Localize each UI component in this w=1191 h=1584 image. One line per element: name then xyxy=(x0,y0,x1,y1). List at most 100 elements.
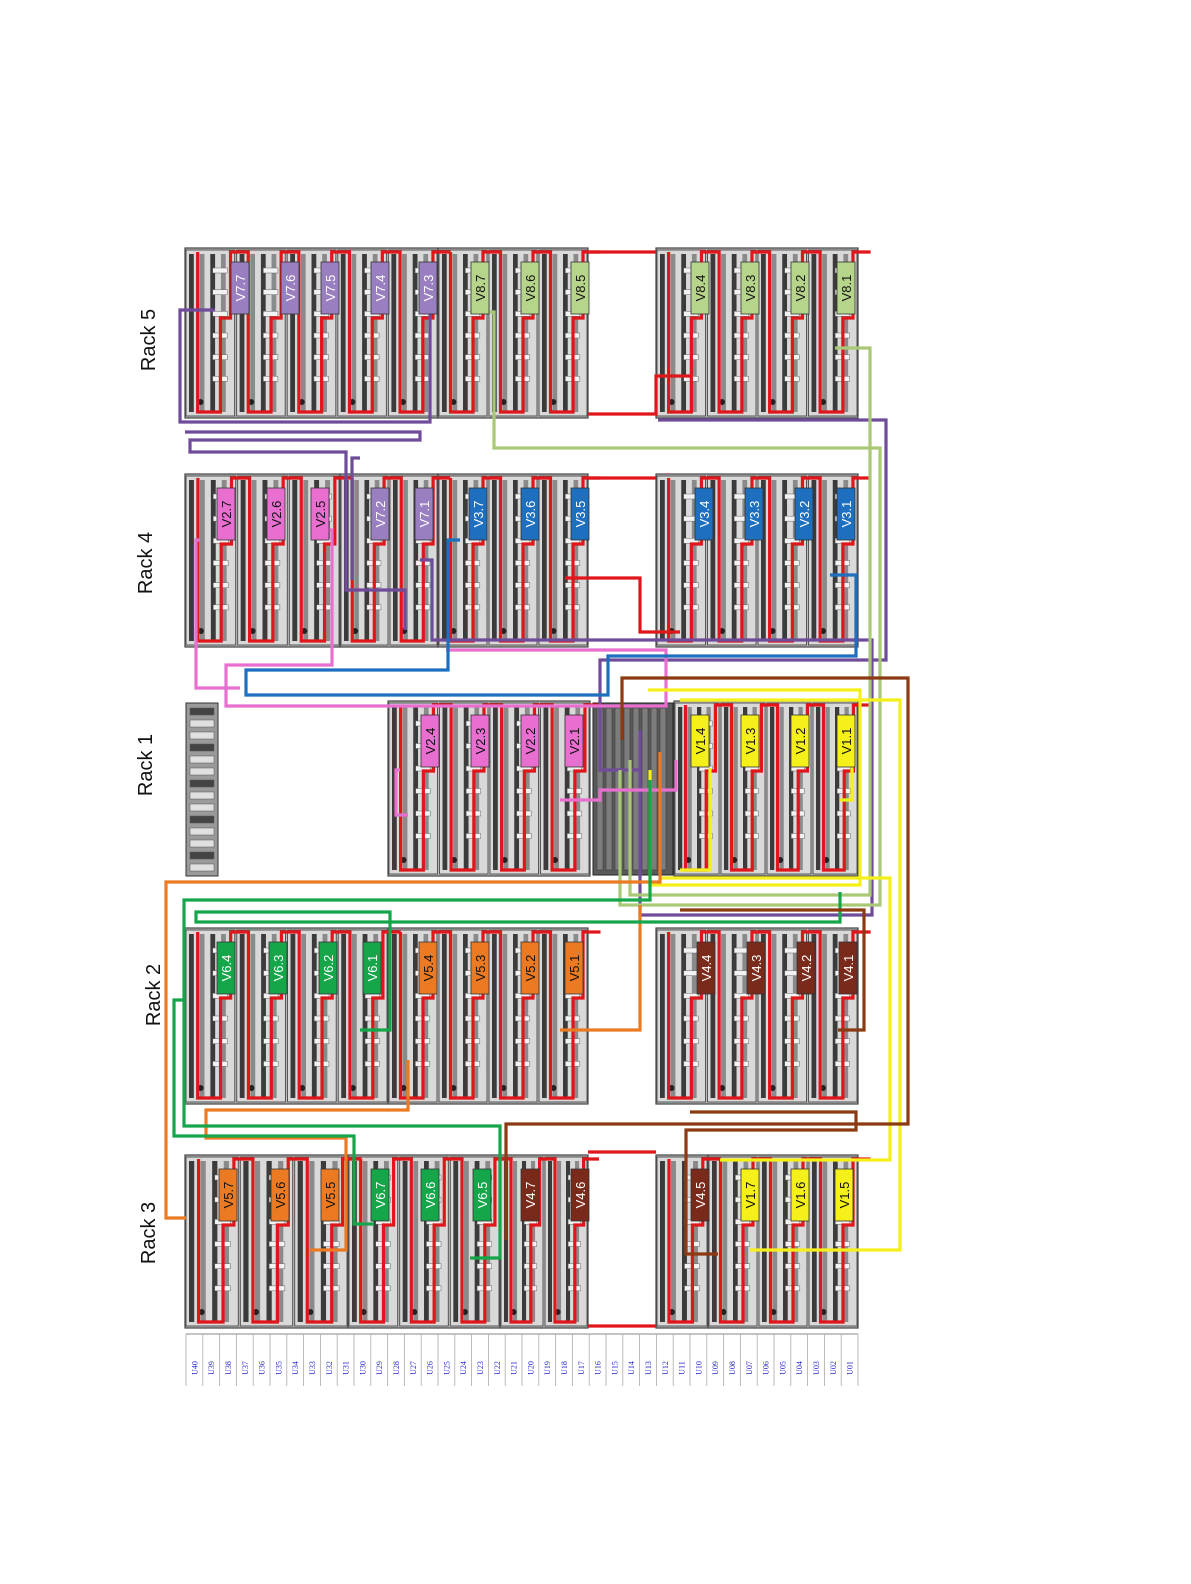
tag-V3-4: V3.4 xyxy=(694,487,714,541)
tag-label: V4.4 xyxy=(699,955,714,982)
tag-V3-3: V3.3 xyxy=(744,487,764,541)
tag-V3-1: V3.1 xyxy=(836,487,856,541)
internal-cable-rack3-3 xyxy=(667,1157,721,1324)
tag-V4-4: V4.4 xyxy=(696,941,716,995)
u-label: U19 xyxy=(543,1361,552,1375)
blade-rack5-2-2 xyxy=(757,249,807,417)
tag-V6-1: V6.1 xyxy=(362,941,382,995)
u-label: U24 xyxy=(459,1361,468,1375)
u-label: U34 xyxy=(291,1361,300,1375)
tag-V8-6: V8.6 xyxy=(520,261,540,315)
u-label: U04 xyxy=(795,1361,804,1375)
u-label: U31 xyxy=(342,1361,351,1375)
internal-cable-rack5-0 xyxy=(196,250,451,414)
tag-V8-1: V8.1 xyxy=(836,261,856,315)
tag-V5-1: V5.1 xyxy=(564,941,584,995)
u-label: U15 xyxy=(610,1361,619,1375)
u-label: U27 xyxy=(409,1361,418,1375)
cable-green-c xyxy=(182,780,652,1260)
tag-V2-3: V2.3 xyxy=(470,714,490,768)
u-label: U40 xyxy=(190,1361,199,1375)
tag-label: V4.2 xyxy=(799,955,814,982)
u-label: U12 xyxy=(661,1361,670,1375)
tag-V8-7: V8.7 xyxy=(470,261,490,315)
cable-lightgreen-a xyxy=(470,310,882,907)
u-label: U22 xyxy=(493,1361,502,1375)
tag-V6-6: V6.6 xyxy=(420,1168,440,1222)
u-label: U13 xyxy=(644,1361,653,1375)
tag-label: V7.4 xyxy=(373,275,388,302)
tag-label: V2.1 xyxy=(567,728,582,755)
u-label: U39 xyxy=(207,1361,216,1375)
u-label: U32 xyxy=(325,1361,334,1375)
tag-label: V5.7 xyxy=(221,1182,236,1209)
tag-label: V6.4 xyxy=(219,955,234,982)
internal-cable-rack4-1 xyxy=(350,476,451,643)
tag-V2-4: V2.4 xyxy=(420,714,440,768)
tag-V7-7: V7.7 xyxy=(230,261,250,315)
tag-label: V3.1 xyxy=(839,501,854,528)
tag-V3-6: V3.6 xyxy=(520,487,540,541)
tag-V2-5: V2.5 xyxy=(310,487,330,541)
u-label: U07 xyxy=(745,1361,754,1375)
tag-V6-5: V6.5 xyxy=(472,1168,492,1222)
tag-label: V4.5 xyxy=(693,1182,708,1209)
u-label: U18 xyxy=(560,1361,569,1375)
tag-V7-2: V7.2 xyxy=(370,487,390,541)
tag-label: V6.2 xyxy=(321,955,336,982)
tag-V6-2: V6.2 xyxy=(318,941,338,995)
tag-V4-2: V4.2 xyxy=(796,941,816,995)
tag-label: V3.7 xyxy=(471,501,486,528)
tag-label: V8.4 xyxy=(693,275,708,302)
tag-label: V6.1 xyxy=(365,955,380,982)
tag-label: V1.7 xyxy=(743,1182,758,1209)
tag-V5-6: V5.6 xyxy=(270,1168,290,1222)
tag-V7-1: V7.1 xyxy=(414,487,434,541)
cable-layer xyxy=(164,250,910,1328)
tag-label: V2.6 xyxy=(269,501,284,528)
cable-rack4-bridge-bottom xyxy=(565,576,680,634)
tag-V5-3: V5.3 xyxy=(470,941,490,995)
tag-V7-4: V7.4 xyxy=(370,261,390,315)
u-label: U25 xyxy=(442,1361,451,1375)
u-label: U38 xyxy=(224,1361,233,1375)
tag-V6-7: V6.7 xyxy=(370,1168,390,1222)
tag-label: V2.5 xyxy=(313,501,328,528)
tag-label: V8.5 xyxy=(573,275,588,302)
tag-label: V7.7 xyxy=(233,275,248,302)
tag-V7-6: V7.6 xyxy=(280,261,300,315)
tag-V1-7: V1.7 xyxy=(740,1168,760,1222)
tag-label: V1.1 xyxy=(839,728,854,755)
tag-label: V5.1 xyxy=(567,955,582,982)
tag-label: V1.2 xyxy=(793,728,808,755)
tag-V2-6: V2.6 xyxy=(266,487,286,541)
u-label: U29 xyxy=(375,1361,384,1375)
cable-yellow-d xyxy=(660,876,892,1162)
tag-label: V6.6 xyxy=(423,1182,438,1209)
rack-label-rack3: Rack 3 xyxy=(138,1202,160,1264)
cable-green-a xyxy=(194,892,842,1032)
u-label: U09 xyxy=(711,1361,720,1375)
tag-label: V4.3 xyxy=(749,955,764,982)
cable-rack5-bridge-bottom xyxy=(588,374,690,416)
blade-rack1-1-1 xyxy=(720,702,766,875)
cable-yellow-c xyxy=(840,760,854,802)
cable-orange-a xyxy=(164,752,662,1220)
tag-V4-7: V4.7 xyxy=(520,1168,540,1222)
u-label: U35 xyxy=(274,1361,283,1375)
tag-label: V5.6 xyxy=(273,1182,288,1209)
tag-label: V1.4 xyxy=(693,728,708,755)
u-label: U30 xyxy=(358,1361,367,1375)
tag-V8-4: V8.4 xyxy=(690,261,710,315)
tag-label: V8.6 xyxy=(523,275,538,302)
u-label: U20 xyxy=(526,1361,535,1375)
u-label: U11 xyxy=(678,1361,687,1374)
cable-brown-a xyxy=(684,1110,858,1256)
cable-yellow-b xyxy=(680,768,712,872)
blade-rack5-0-3 xyxy=(337,249,387,417)
tag-V4-6: V4.6 xyxy=(570,1168,590,1222)
internal-cable-rack2-2 xyxy=(667,930,871,1100)
tag-label: V1.3 xyxy=(743,728,758,755)
